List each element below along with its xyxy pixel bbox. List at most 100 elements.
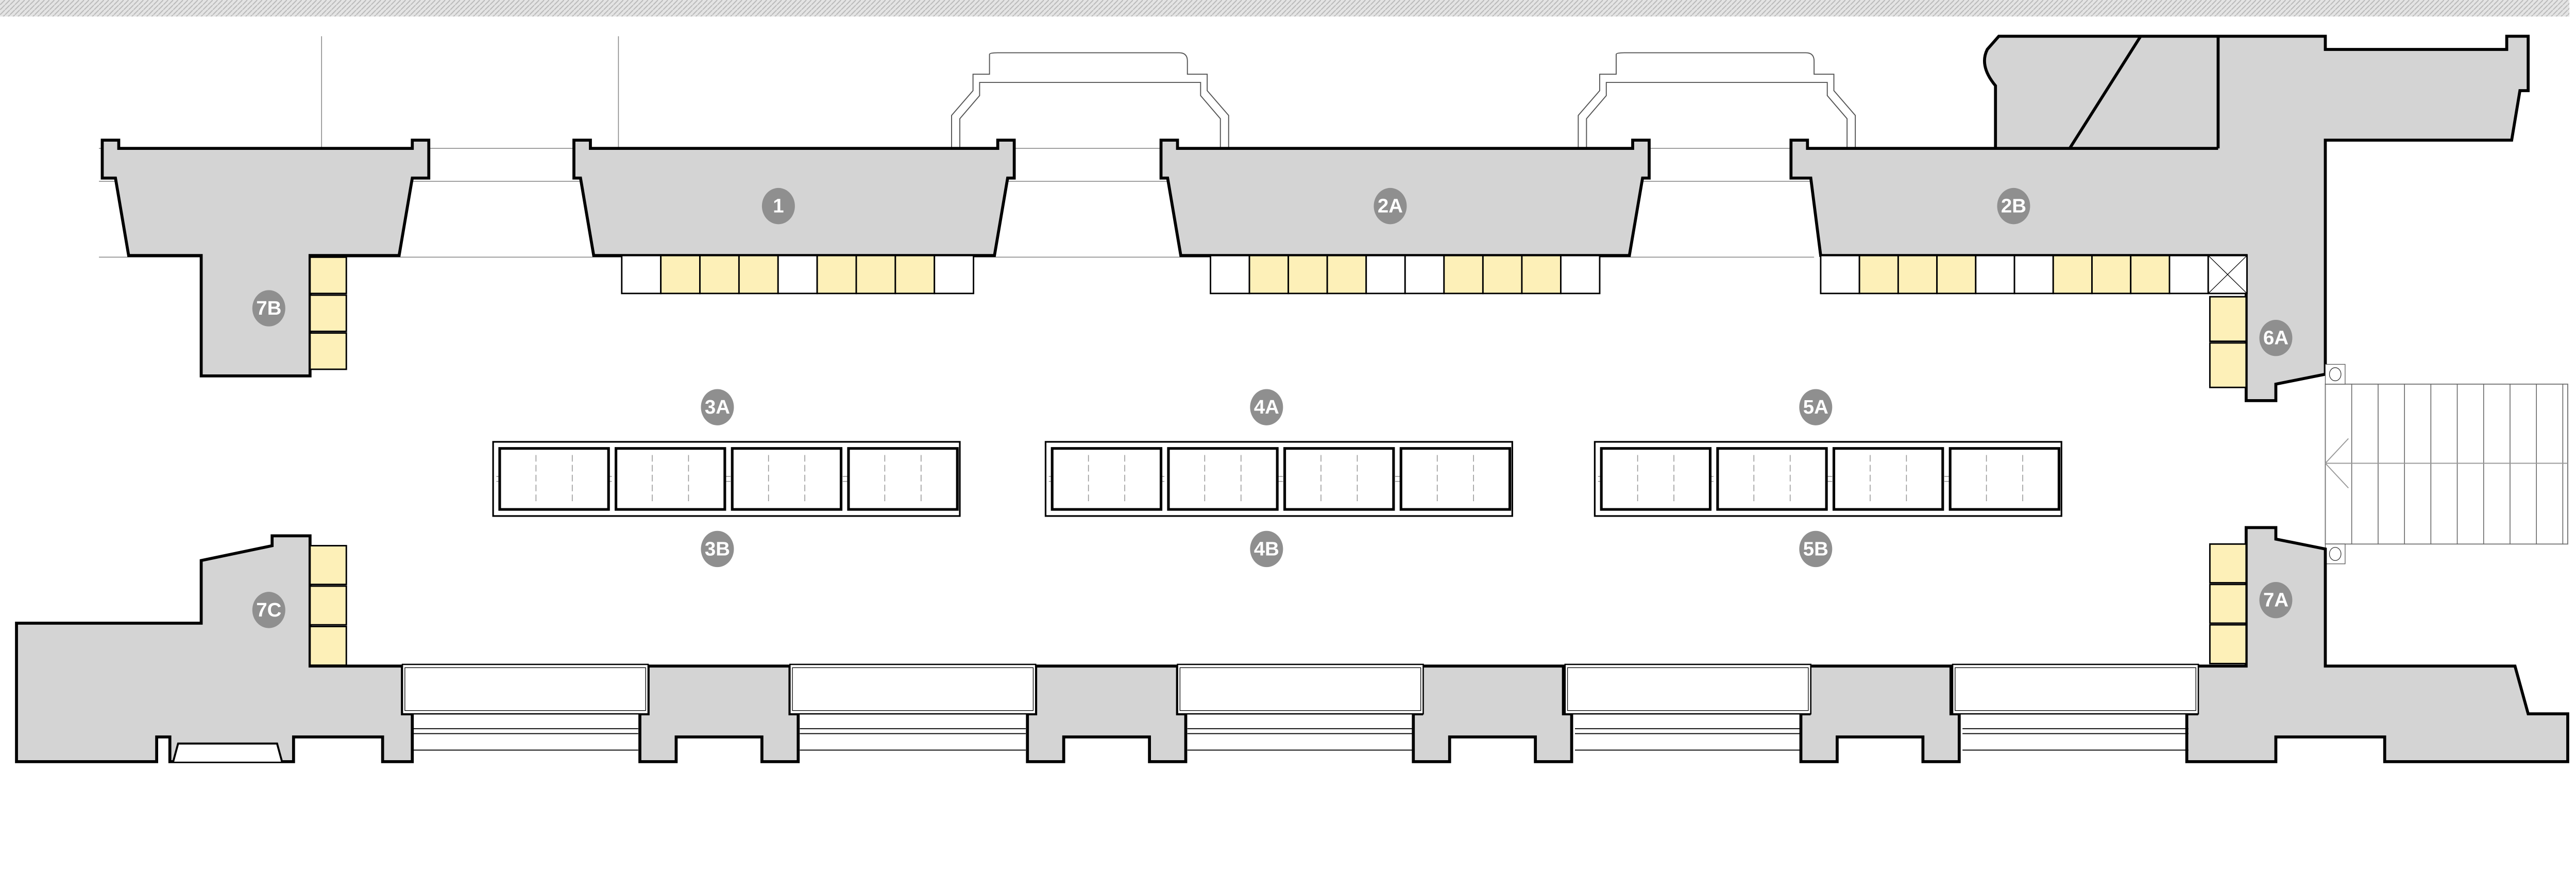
cabinet-cell-highlighted[interactable] xyxy=(2209,296,2247,342)
badge-2B[interactable]: 2B xyxy=(1997,187,2030,225)
badge-1[interactable]: 1 xyxy=(761,187,795,225)
cabinet-cell-highlighted[interactable] xyxy=(1482,254,1523,295)
cabinet-cell-highlighted[interactable] xyxy=(1521,254,1562,295)
window xyxy=(401,663,649,751)
stair-direction-arrow-icon xyxy=(2325,438,2349,489)
badge-6A[interactable]: 6A xyxy=(2259,319,2293,356)
diagonal-wall xyxy=(2068,35,2142,149)
cabinet-cell-highlighted[interactable] xyxy=(1897,254,1938,295)
table-panel xyxy=(1399,447,1512,511)
badge-label: 3B xyxy=(705,538,730,560)
pier xyxy=(638,664,800,763)
badge-5B[interactable]: 5B xyxy=(1799,530,1833,568)
cabinet-cell-highlighted[interactable] xyxy=(309,332,347,370)
staircase xyxy=(2325,364,2568,564)
window xyxy=(1952,663,2199,751)
cabinet-cell-highlighted[interactable] xyxy=(2130,254,2171,295)
cabinet-cell-empty[interactable] xyxy=(2013,254,2054,295)
badge-7B[interactable]: 7B xyxy=(252,290,285,327)
badge-label: 7C xyxy=(256,599,281,621)
pier xyxy=(1026,664,1188,763)
badge-label: 7A xyxy=(2263,589,2289,611)
cabinet-cell-highlighted[interactable] xyxy=(2091,254,2132,295)
block-2B xyxy=(1789,35,2530,402)
bottom-window-sill xyxy=(172,742,283,762)
cabinet-cell-highlighted[interactable] xyxy=(1248,254,1290,295)
cabinet-cell-highlighted[interactable] xyxy=(2209,584,2247,624)
badge-label: 4B xyxy=(1254,538,1279,560)
cabinet-cell-highlighted[interactable] xyxy=(1287,254,1328,295)
cabinet-cell-empty[interactable] xyxy=(2168,254,2209,295)
badge-label: 7B xyxy=(256,297,281,319)
badge-7C[interactable]: 7C xyxy=(252,592,285,628)
cabinet-cell-highlighted[interactable] xyxy=(309,256,347,295)
cabinet-cell-empty[interactable] xyxy=(934,254,975,295)
badge-label: 5B xyxy=(1803,538,1828,560)
table-panel xyxy=(1050,447,1163,511)
cabinet-cell-empty[interactable] xyxy=(621,254,662,295)
badge-5A[interactable]: 5A xyxy=(1799,389,1833,425)
table-panel xyxy=(1283,447,1395,511)
cabinet-cell-highlighted[interactable] xyxy=(816,254,857,295)
cabinet-cell-crossed[interactable] xyxy=(2207,254,2248,295)
cabinet-cell-highlighted[interactable] xyxy=(699,254,740,295)
table-4[interactable] xyxy=(1044,441,1513,517)
cabinet-cell-highlighted[interactable] xyxy=(1858,254,1899,295)
window xyxy=(1564,663,1812,751)
cabinet-cell-highlighted[interactable] xyxy=(738,254,779,295)
badge-2A[interactable]: 2A xyxy=(1374,187,1407,225)
cabinet-cell-highlighted[interactable] xyxy=(2209,543,2247,584)
cabinet-cell-empty[interactable] xyxy=(1210,254,1250,295)
badge-3A[interactable]: 3A xyxy=(701,389,734,425)
cabinet-cell-highlighted[interactable] xyxy=(1443,254,1484,295)
badge-3B[interactable]: 3B xyxy=(701,530,734,568)
block-2A xyxy=(1159,139,1651,258)
table-panel xyxy=(731,447,843,511)
cabinet-cell-empty[interactable] xyxy=(777,254,818,295)
cabinet-cell-highlighted[interactable] xyxy=(2209,624,2247,664)
cabinet-cell-highlighted[interactable] xyxy=(894,254,936,295)
badge-label: 2A xyxy=(1378,195,1403,217)
badge-label: 6A xyxy=(2263,327,2289,349)
cabinet-cell-empty[interactable] xyxy=(1404,254,1445,295)
badge-4A[interactable]: 4A xyxy=(1250,389,1283,425)
cabinet-cell-empty[interactable] xyxy=(1560,254,1601,295)
badge-label: 5A xyxy=(1803,396,1828,418)
cabinet-cell-highlighted[interactable] xyxy=(309,294,347,332)
cabinet-cell-highlighted[interactable] xyxy=(309,625,347,666)
badge-7A[interactable]: 7A xyxy=(2259,581,2293,619)
table-panel xyxy=(1948,447,2061,511)
table-panel xyxy=(1716,447,1828,511)
cabinet-cell-highlighted[interactable] xyxy=(2052,254,2093,295)
cabinet-cell-highlighted[interactable] xyxy=(1326,254,1367,295)
cabinet-cell-highlighted[interactable] xyxy=(309,545,347,586)
table-panel xyxy=(1600,447,1712,511)
table-panel xyxy=(615,447,726,511)
cabinet-cell-highlighted[interactable] xyxy=(2209,342,2247,388)
cabinet-cell-empty[interactable] xyxy=(1365,254,1406,295)
block-7C xyxy=(15,534,414,763)
cabinet-cell-empty[interactable] xyxy=(1975,254,2015,295)
pier xyxy=(1412,664,1573,763)
pier xyxy=(1799,664,1961,763)
floor-plan: 1 2A 2B 7B 6A 3A 4A 5A 3B 4B 5B 7C 7A xyxy=(0,0,2570,763)
cabinet-cell-highlighted[interactable] xyxy=(1936,254,1977,295)
table-5[interactable] xyxy=(1594,441,2062,517)
badge-label: 4A xyxy=(1254,396,1279,418)
cabinet-cell-highlighted[interactable] xyxy=(309,585,347,626)
badge-4B[interactable]: 4B xyxy=(1250,530,1283,568)
block-1 xyxy=(572,139,1016,258)
window xyxy=(1177,663,1424,751)
cabinet-cell-highlighted[interactable] xyxy=(660,254,701,295)
table-3[interactable] xyxy=(492,441,961,517)
top-hatched-band xyxy=(0,0,2570,17)
cabinet-cell-highlighted[interactable] xyxy=(855,254,896,295)
cabinet-cell-empty[interactable] xyxy=(1820,254,1860,295)
badge-label: 1 xyxy=(773,195,784,217)
table-panel xyxy=(498,447,610,511)
table-panel xyxy=(1167,447,1279,511)
bay-window-2 xyxy=(1578,52,1856,149)
block-7B xyxy=(100,139,431,378)
badge-label: 2B xyxy=(2001,195,2026,217)
window xyxy=(789,663,1037,751)
